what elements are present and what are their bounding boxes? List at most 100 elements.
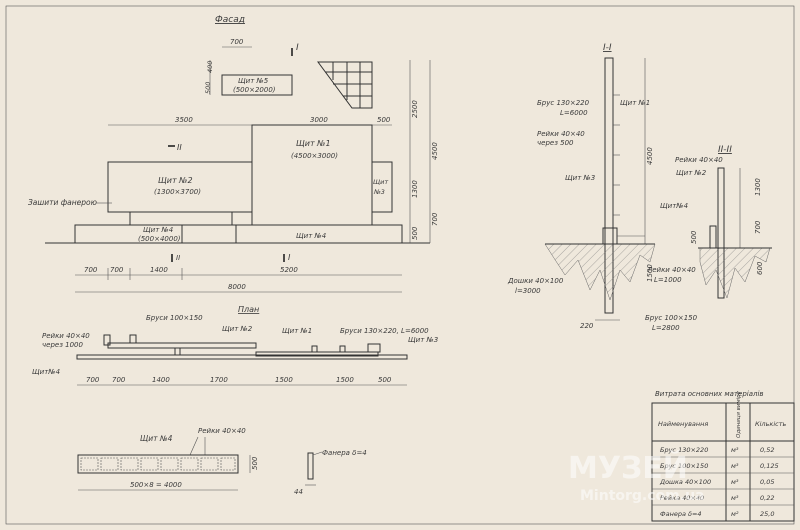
plan-brusy-big: Бруси 130×220, L=6000 [340,327,429,335]
section-2-panel4 [709,225,717,249]
row-2-name: Брус 100×150 [660,462,708,470]
sheet-frame [5,5,795,525]
plan-brusy: Бруси 100×150 [146,314,203,322]
row-2-unit: м³ [731,462,739,470]
row-2-qty: 0,125 [760,462,779,470]
section-1-post [604,57,614,314]
facade-title: Фасад [215,15,245,25]
leader [312,451,323,456]
s1-rails-step: через 500 [537,139,574,147]
detail4-cell [140,457,159,471]
plan-dim-1500b: 1500 [336,376,354,384]
detail4-cell [160,457,179,471]
plan-panel4-strip [76,354,408,360]
dim-bottom-1400: 1400 [150,266,168,274]
dim-700-right: 700 [431,212,439,226]
s1-dim-1500: 1500 [646,264,654,282]
row-3-qty: 0,05 [760,478,774,486]
dim-500-top: 500 [377,116,391,124]
plan-panel4: Щит№4 [32,368,60,376]
plan-dim-1500a: 1500 [275,376,293,384]
section-1-title: I-I [603,43,612,53]
row-4-qty: 0,22 [760,494,774,502]
detail4-cell [100,457,119,471]
panel-3-number: №3 [373,188,385,196]
dim-500-left: 500 [204,82,212,94]
section-2-post [717,167,725,299]
header-qty: Кількість [755,420,786,428]
dim-3500: 3500 [175,116,193,124]
s2-rails-b-len: L=1000 [654,276,682,284]
row-1-name: Брус 130×220 [660,446,708,454]
detail4-dim-h: 500 [251,456,259,470]
row-1-qty: 0,52 [760,446,774,454]
plan-dim-1700: 1700 [210,376,228,384]
plan-post [129,334,137,344]
dim-3000: 3000 [310,116,328,124]
table-border [651,402,795,522]
row-5-name: Фанера δ=4 [660,510,702,518]
detail4-cell [80,457,99,471]
detail4-name: Щит №4 [140,434,173,443]
plan-dim-700a: 700 [86,376,100,384]
plywood-section [307,452,314,480]
dim-bottom-700a: 700 [84,266,98,274]
plan-post-left [103,334,111,346]
row-5-unit: м² [731,510,739,518]
detail4-dim-w: 500×8 = 4000 [130,481,182,489]
detail-panel-4: Щит №4 Рейки 40×40 500 500×8 = 4000 [77,427,259,491]
plan-post [339,345,346,353]
s2-panel4: Щит№4 [660,202,688,210]
s2-rails-b: Рейки 40×40 [648,266,696,274]
dim-bottom-700b: 700 [110,266,124,274]
plan-post [174,347,181,356]
row-5-qty: 25,0 [760,510,774,518]
row-3-name: Дошка 40×100 [659,478,711,486]
cut-1-top-label: I [296,43,299,53]
header-name: Найменування [658,420,708,428]
panel-2-size: (1300×3700) [154,188,201,196]
s2-brus-len: L=2800 [652,324,680,332]
panel-4-size: (500×4000) [138,235,181,243]
s1-dim-4500: 4500 [646,147,654,165]
dim-2500: 2500 [411,100,419,118]
s2-dim-1300: 1300 [754,178,762,196]
panel-2 [107,161,253,213]
plan-dim-500: 500 [378,376,392,384]
plan-dim-700b: 700 [112,376,126,384]
dim-700-top: 700 [230,38,244,46]
plywood-dim: 44 [294,488,303,496]
detail4-rails: Рейки 40×40 [198,427,246,435]
facade-view: Фасад I Щит №5 (500×2000) 700 500 400 35… [28,15,439,293]
plan-post-right [367,343,381,353]
panel-4-name: Щит №4 [143,226,173,234]
plan-panel2-strip [107,342,257,349]
cut-2-label: II [177,143,182,152]
panel-1-name: Щит №1 [296,139,331,148]
panel-3 [371,161,393,213]
plan-post [311,345,318,353]
s2-brus: Брус 100×150 [645,314,698,322]
plan-view: План Бруси 100×150 Рейки 40×40 через 100… [32,305,438,386]
panel-5-name: Щит №5 [238,77,269,85]
section-2-title: II-II [718,145,732,155]
panel-5 [221,74,293,96]
plan-panel3: Щит №3 [408,336,438,344]
s1-boards: Дошки 40×100 [507,277,564,285]
dim-total-8000: 8000 [228,283,246,291]
section-1: I-I Брус 130×220 L=6000 Щит №1 Рейки 40×… [507,43,656,330]
s2-rails: Рейки 40×40 [675,156,723,164]
s1-panel1: Щит №1 [620,99,650,107]
s1-brus: Брус 130×220 [537,99,590,107]
dim-500-right: 500 [411,226,419,240]
plan-title: План [238,305,259,314]
panel-4-right-label: Щит №4 [296,232,326,240]
s2-panel2: Щит №2 [676,169,707,177]
s2-dim-500: 500 [690,230,698,244]
cut-1-bottom-label: I [288,253,291,262]
dim-bottom-5200: 5200 [280,266,298,274]
plywood-label: Фанера δ=4 [322,449,367,457]
row-3-unit: м³ [731,478,739,486]
detail4-cell [200,457,219,471]
s2-dim-600: 600 [756,261,764,275]
